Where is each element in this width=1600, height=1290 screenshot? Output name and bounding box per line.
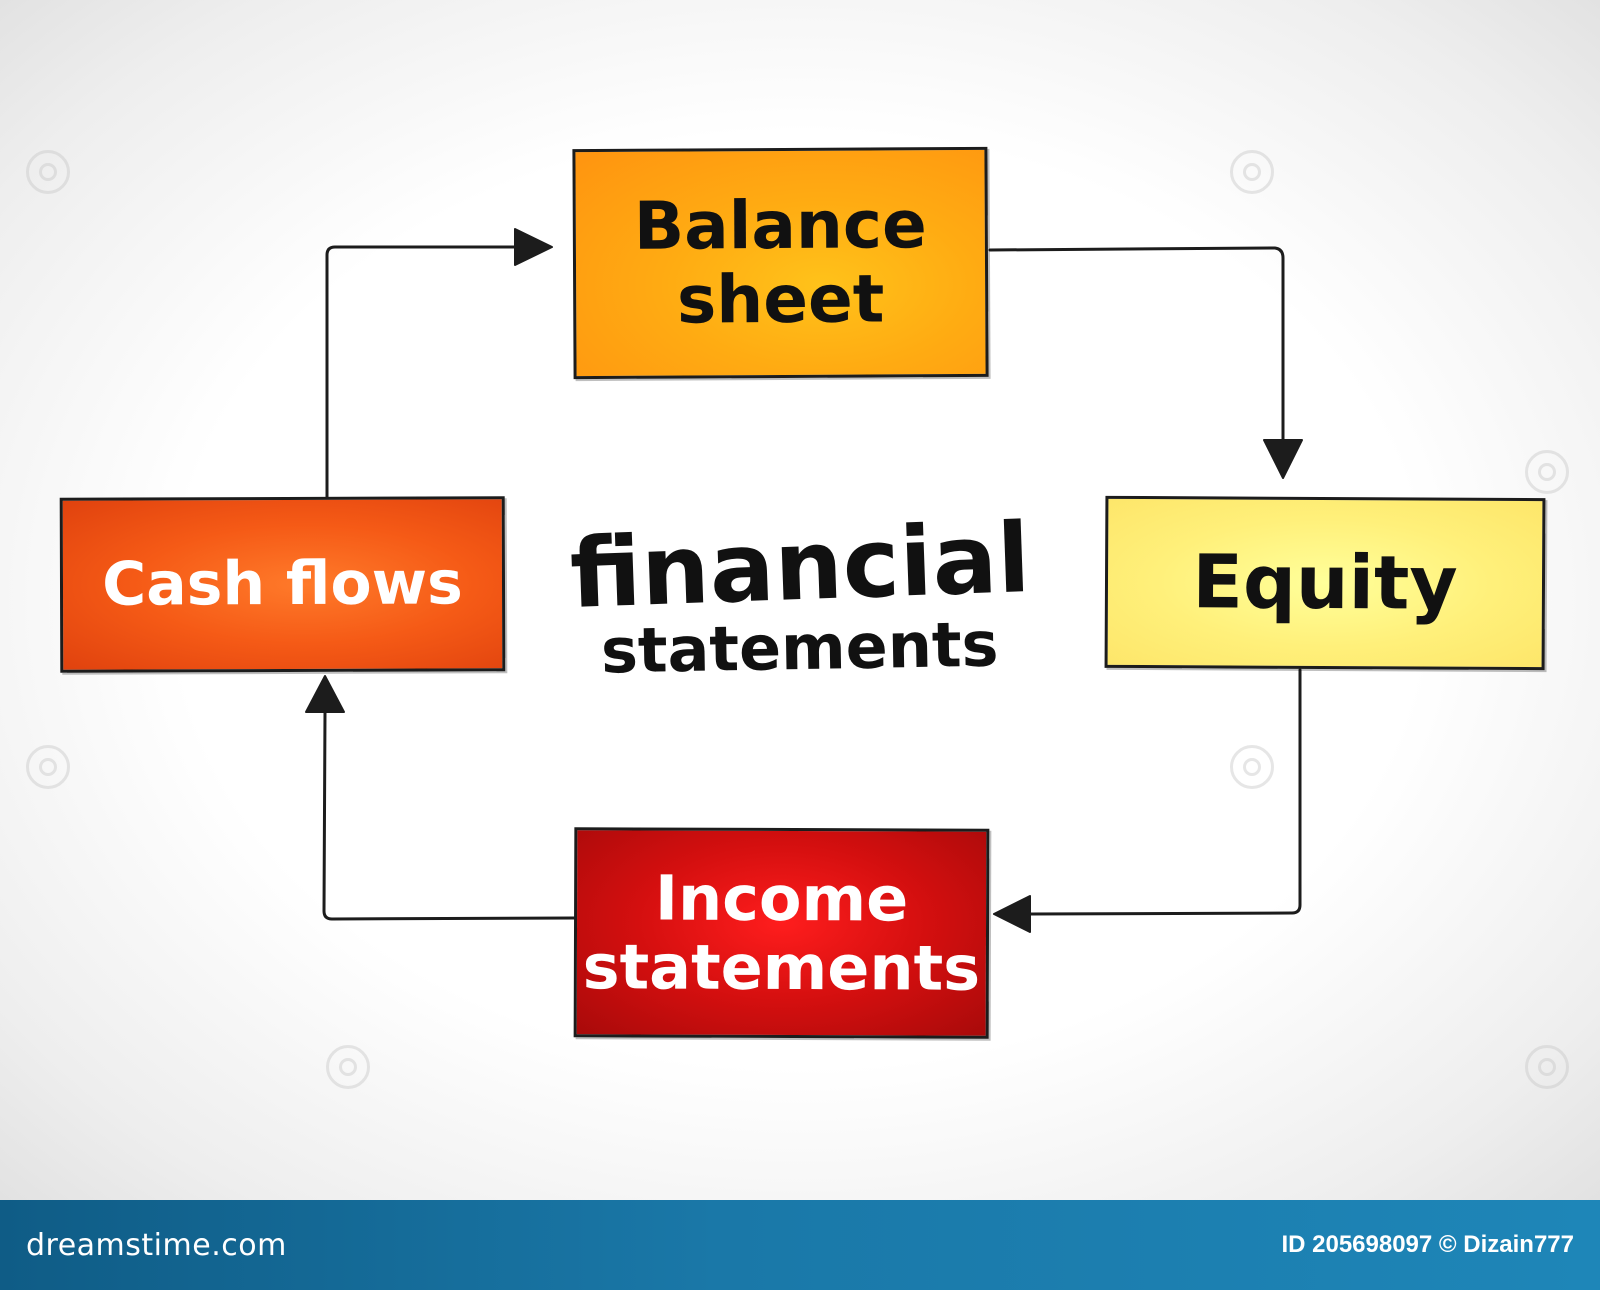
connector-balance-to-equity xyxy=(988,246,1285,442)
watermark-icon xyxy=(1230,745,1274,789)
diagram-title-line2: statements xyxy=(600,607,1000,688)
watermark-icon xyxy=(326,1045,370,1089)
watermark-icon xyxy=(1525,1045,1569,1089)
node-cash-flows: Cash flows xyxy=(59,496,506,673)
diagram-title: financial statements xyxy=(520,480,1080,720)
node-income-statements: Income statements xyxy=(573,827,990,1039)
diagram-canvas: Balance sheet Equity Income statements C… xyxy=(0,0,1600,1200)
footer-logo[interactable]: dreamstime.com xyxy=(26,1227,287,1263)
arrowhead-down-icon xyxy=(1263,439,1303,479)
node-equity: Equity xyxy=(1104,495,1546,671)
connector-cash-to-balance xyxy=(325,245,517,499)
node-balance-sheet: Balance sheet xyxy=(572,146,989,380)
node-balance-sheet-line1: Balance xyxy=(633,186,927,265)
watermark-icon xyxy=(26,745,70,789)
connector-income-to-cash xyxy=(322,710,576,921)
arrowhead-up-icon xyxy=(305,675,345,713)
node-cash-flows-label: Cash flows xyxy=(102,548,463,620)
node-income-line2: statements xyxy=(582,930,981,1005)
connector-equity-to-income xyxy=(1028,668,1302,916)
diagram-title-line1: financial xyxy=(568,501,1032,630)
watermark-icon xyxy=(26,150,70,194)
node-income-line1: Income xyxy=(654,861,909,936)
arrowhead-right-icon xyxy=(514,228,553,266)
stock-footer-bar: dreamstime.com ID 205698097 © Dizain777 xyxy=(0,1200,1600,1290)
footer-image-id: ID 205698097 © Dizain777 xyxy=(1281,1231,1574,1258)
watermark-icon xyxy=(1230,150,1274,194)
node-equity-label: Equity xyxy=(1192,538,1458,627)
arrowhead-left-icon xyxy=(993,895,1031,933)
watermark-icon xyxy=(1525,450,1569,494)
node-balance-sheet-line2: sheet xyxy=(676,260,885,339)
flow-connectors xyxy=(305,228,1303,933)
